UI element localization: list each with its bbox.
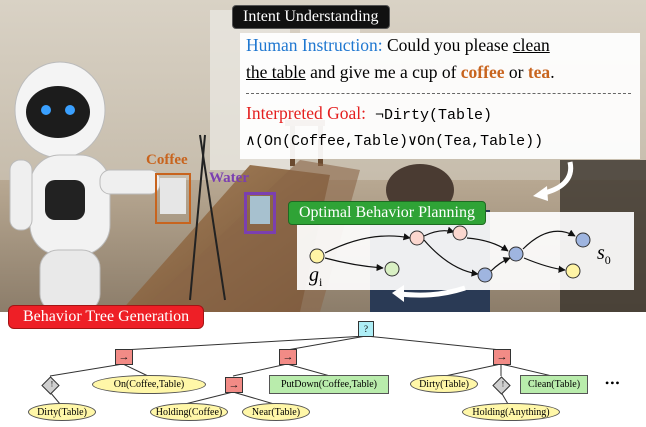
bt-condition-dirty-table-1: Dirty(Table) — [28, 403, 96, 421]
robot — [9, 61, 161, 313]
instruction-panel: Human Instruction: Could you please clea… — [240, 33, 640, 159]
instruction-line-2: the table and give me a cup of coffee or… — [246, 62, 555, 82]
bt-sequence-3: → — [493, 349, 511, 365]
graph-node — [508, 246, 524, 262]
planning-panel — [297, 212, 634, 290]
goal-prefix: Interpreted Goal: — [246, 103, 367, 123]
bt-more-ellipsis: ••• — [605, 376, 621, 390]
bt-sequence-2: → — [279, 349, 297, 365]
bt-sequence-1: → — [115, 349, 133, 365]
bt-condition-near-table: Near(Table) — [242, 403, 310, 421]
bt-condition-dirty-table-2: Dirty(Table) — [410, 375, 478, 393]
graph-node — [477, 267, 493, 283]
goal-node-label: s0 — [597, 242, 611, 267]
goal-formula-1: ¬Dirty(Table) — [366, 107, 493, 124]
goal-formula-2: ∧(On(Coffee,Table)∨On(Tea,Table)) — [246, 133, 544, 150]
graph-node — [409, 230, 425, 246]
coffee-label: Coffee — [146, 152, 188, 168]
bt-sequence-4: → — [225, 377, 243, 393]
graph-node — [565, 263, 581, 279]
water-label: Water — [209, 170, 249, 186]
instruction-divider — [246, 93, 631, 94]
bt-condition-holding-anything: Holding(Anything) — [462, 403, 560, 421]
water-bounding-box — [244, 192, 276, 234]
goal-line-1: Interpreted Goal: ¬Dirty(Table) — [246, 103, 492, 124]
instruction-the-table: the table — [246, 62, 306, 82]
bt-action-putdown: PutDown(Coffee,Table) — [269, 375, 389, 394]
instruction-clean: clean — [512, 35, 550, 55]
bt-generation-banner: Behavior Tree Generation — [8, 305, 205, 329]
bt-action-clean: Clean(Table) — [520, 375, 588, 394]
start-node-label: gi — [309, 264, 323, 289]
bt-root-selector: ? — [358, 321, 374, 337]
graph-node — [575, 232, 591, 248]
graph-node — [309, 248, 325, 264]
graph-node — [452, 225, 468, 241]
instruction-line-1: Human Instruction: Could you please clea… — [246, 35, 550, 55]
bt-condition-holding-coffee: Holding(Coffee) — [150, 403, 228, 421]
coffee-bounding-box — [155, 173, 191, 224]
bt-condition-on-coffee-table: On(Coffee,Table) — [92, 375, 206, 394]
instruction-tea: tea — [527, 62, 551, 82]
instruction-coffee: coffee — [460, 62, 505, 82]
instruction-prefix: Human Instruction: — [246, 35, 383, 55]
optimal-planning-banner: Optimal Behavior Planning — [288, 201, 486, 225]
graph-node — [384, 261, 400, 277]
intent-understanding-banner: Intent Understanding — [232, 5, 390, 29]
